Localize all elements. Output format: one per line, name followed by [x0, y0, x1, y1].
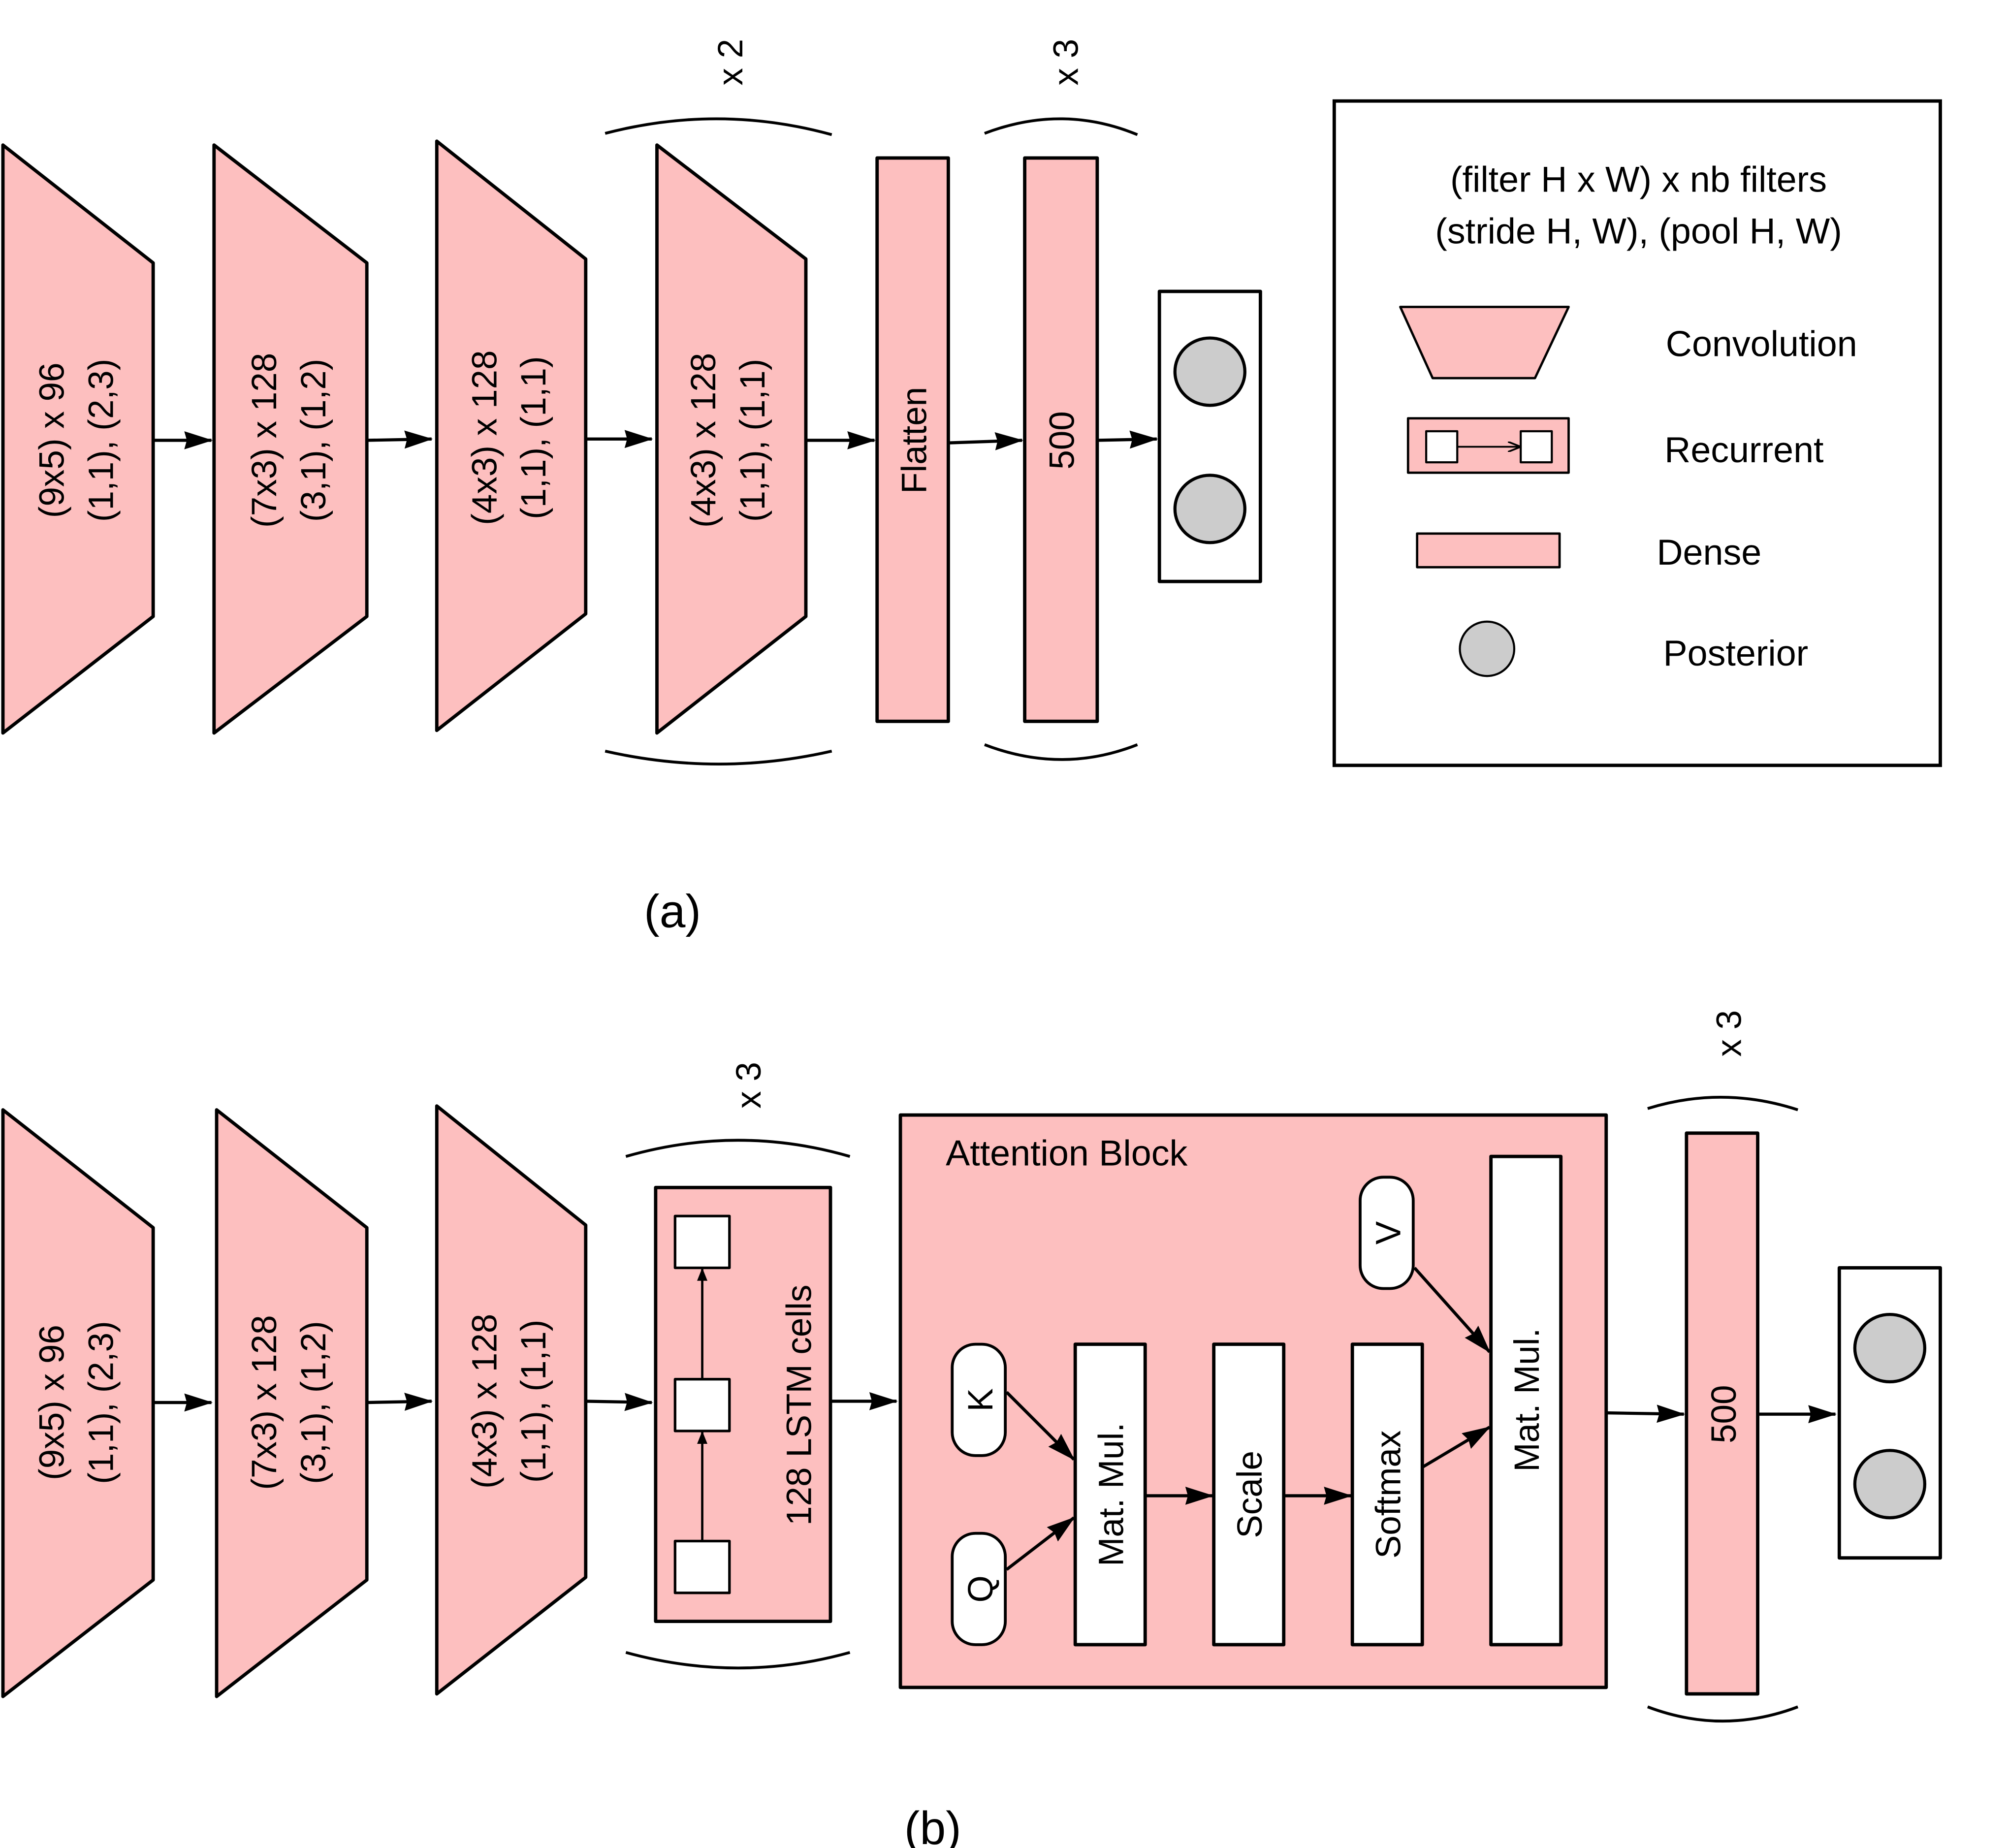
arrow-softmax-matmul: [1421, 1426, 1491, 1469]
caption-a: (a): [644, 886, 701, 938]
flatten-label: Flatten: [895, 387, 934, 494]
input-v: [1359, 1176, 1415, 1290]
repeat-label-b2: x 3: [1710, 1010, 1749, 1057]
conv-b3-line2: (1,1), (1,1): [514, 1320, 553, 1483]
softmax-label: Softmax: [1369, 1431, 1408, 1559]
lstm-label: 128 LSTM cells: [780, 1285, 819, 1526]
conv-a1-line1: (9x5) x 96: [33, 363, 72, 518]
conv-layer-b2: (7x3) x 128 (3,1), (1,2): [215, 1108, 369, 1698]
conv-layer-a1: (9x5) x 96 (1,1), (2,3): [1, 143, 155, 735]
posterior-icon: [1173, 336, 1246, 407]
matmul-2: [1489, 1154, 1563, 1647]
conv-b2-line1: (7x3) x 128: [245, 1315, 284, 1490]
lstm-cell: [673, 1378, 731, 1433]
softmax: [1350, 1342, 1424, 1647]
conv-b3-line1: (4x3) x 128: [465, 1314, 504, 1489]
conv-b2-line2: (3,1), (1,2): [294, 1321, 333, 1484]
posterior-icon: [1853, 1449, 1927, 1520]
arrow-b5: [1606, 1404, 1686, 1423]
repeat-brace-bottom-a1: [605, 749, 832, 766]
legend: (filter H x W) x nb filters (stride H, W…: [1332, 99, 1942, 767]
arrow-k: [1005, 1391, 1075, 1461]
input-k-label: K: [961, 1388, 1000, 1411]
conv-a2-line2: (3,1), (1,2): [294, 359, 333, 522]
arrow-b3: [585, 1393, 653, 1411]
recurrent-block-icon: [1406, 417, 1570, 474]
matmul-1-label: Mat. Mul.: [1092, 1423, 1131, 1566]
scale: [1212, 1342, 1286, 1647]
dense-layer-b: 500: [1685, 1131, 1759, 1696]
dense-a-label: 500: [1043, 411, 1082, 470]
panel-b: (9x5) x 96 (1,1), (2,3) (7x3) x 128 (3,1…: [1, 1010, 1942, 1723]
arrow-v: [1413, 1267, 1491, 1353]
arrow-a2: [367, 430, 433, 449]
arrow-a6: [1097, 430, 1158, 449]
lstm-block: 128 LSTM cells: [654, 1185, 832, 1624]
input-q-label: Q: [961, 1575, 1000, 1602]
attention-title: Attention Block: [946, 1133, 1187, 1174]
legend-label-dense: Dense: [1657, 532, 1761, 573]
repeat-brace-bottom-a2: [984, 743, 1138, 761]
input-k: [951, 1342, 1007, 1457]
dense-layer-a: 500: [1023, 156, 1099, 723]
conv-layer-b1: (9x5) x 96 (1,1), (2,3): [1, 1108, 155, 1698]
repeat-label-b1: x 3: [730, 1062, 768, 1109]
repeat-brace-top-b1: [625, 1139, 851, 1158]
posterior-circle-icon: [1459, 620, 1516, 677]
posterior-output-b: [1837, 1266, 1942, 1560]
caption-b: (b): [904, 1802, 961, 1848]
conv-a3-line1: (4x3) x 128: [465, 350, 504, 525]
conv-layer-a2: (7x3) x 128 (3,1), (1,2): [212, 143, 369, 735]
repeat-label-a2: x 3: [1047, 39, 1085, 86]
repeat-brace-bottom-b1: [625, 1651, 851, 1670]
lstm-cell: [673, 1539, 731, 1594]
conv-b1-line2: (1,1), (2,3): [82, 1321, 121, 1484]
conv-a4-line2: (1,1), (1,1): [733, 359, 772, 522]
matmul-2-label: Mat. Mul.: [1508, 1328, 1547, 1472]
repeat-label-a1: x 2: [711, 39, 750, 86]
conv-layer-a3: (4x3) x 128 (1,1), (1,1): [435, 139, 588, 733]
arrow-q: [1005, 1516, 1075, 1571]
convolution-trapezoid-icon: [1399, 306, 1570, 380]
repeat-brace-top-b2: [1647, 1095, 1799, 1112]
flatten-layer-a: Flatten: [875, 156, 950, 723]
repeat-brace-bottom-b2: [1647, 1705, 1799, 1723]
conv-a3-line2: (1,1), (1,1): [514, 356, 553, 519]
legend-label-posterior: Posterior: [1663, 633, 1809, 673]
legend-header-line2: (stride H, W), (pool H, W): [1435, 211, 1842, 252]
dense-b-label: 500: [1705, 1385, 1744, 1443]
posterior-icon: [1853, 1312, 1927, 1384]
conv-layer-a4: (4x3) x 128 (1,1), (1,1): [655, 143, 808, 735]
scale-label: Scale: [1231, 1451, 1270, 1538]
repeat-brace-top-a1: [605, 117, 832, 136]
input-q: [951, 1531, 1007, 1646]
legend-header-line1: (filter H x W) x nb filters: [1450, 159, 1827, 199]
conv-layer-b3: (4x3) x 128 (1,1), (1,1): [435, 1104, 588, 1696]
panel-a: (9x5) x 96 (1,1), (2,3) (7x3) x 128 (3,1…: [1, 39, 1262, 766]
conv-a4-line1: (4x3) x 128: [684, 353, 723, 528]
posterior-output-a: [1157, 289, 1262, 583]
attention-block: Attention Block K Q V Mat. Mul. Scale So…: [898, 1113, 1608, 1689]
arrow-b2: [367, 1393, 433, 1411]
input-v-label: V: [1369, 1221, 1408, 1244]
legend-label-recurrent: Recurrent: [1664, 429, 1823, 470]
dense-rectangle-icon: [1416, 532, 1561, 569]
conv-b1-line1: (9x5) x 96: [33, 1325, 72, 1480]
arrow-a5: [948, 432, 1023, 450]
conv-a2-line1: (7x3) x 128: [245, 353, 284, 528]
legend-label-convolution: Convolution: [1666, 323, 1857, 364]
repeat-brace-top-a2: [984, 117, 1138, 136]
conv-a1-line2: (1,1), (2,3): [82, 359, 121, 522]
lstm-cell: [673, 1214, 731, 1270]
posterior-icon: [1173, 474, 1246, 544]
